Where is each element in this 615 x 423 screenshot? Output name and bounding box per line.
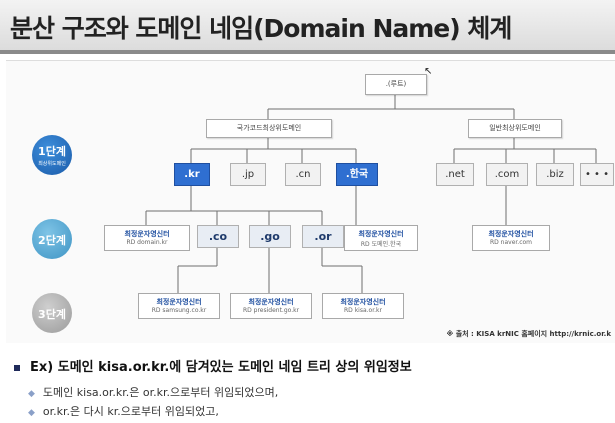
tld-more: • • • [580,163,614,186]
tree-connectors [145,94,597,293]
sub-bullet-2: ◆ or.kr.은 다시 kr.으로부터 위임되었고, [28,403,219,419]
level-1-label: 1단계 [38,145,66,158]
explanation-section: Ex) 도메인 kisa.or.kr.에 담겨있는 도메인 네임 트리 상의 위… [0,344,615,423]
org-box-co: 최정운자영신터 RD samsung.co.kr [138,293,220,319]
org-box-com: 최정운자영신터 RD naver.com [472,225,550,251]
tld-com: .com [486,163,528,186]
org-or-domain: RD kisa.or.kr [344,307,382,314]
org-kr-name: 최정운자영신터 [124,230,170,238]
level-2-label: 2단계 [38,234,66,247]
org-co-domain: RD samsung.co.kr [151,307,207,314]
sld-go: .go [249,225,291,248]
level-3-label: 3단계 [38,308,66,321]
page-title: 분산 구조와 도메인 네임(Domain Name) 체계 [10,14,512,43]
title-accent-line [0,50,615,54]
org-co-name: 최정운자영신터 [156,298,202,306]
org-box-go: 최정운자영신터 RD president.go.kr [230,293,312,319]
square-bullet-icon [14,364,20,371]
level-1-sub: 최상위도메인 [38,161,66,167]
example-bullet: Ex) 도메인 kisa.or.kr.에 담겨있는 도메인 네임 트리 상의 위… [14,356,412,375]
title-bar: 분산 구조와 도메인 네임(Domain Name) 체계 [0,0,615,51]
source-citation: ※ 출처 : KISA krNIC 홈페이지 http://krnic.or.k [446,330,611,338]
tld-net: .net [436,163,474,186]
tld-kr: .kr [174,163,210,186]
tld-jp: .jp [230,163,266,186]
org-hanguk-name: 최정운자영신터 [358,230,404,238]
level-3-badge: 3단계 [32,293,72,333]
example-text: Ex) 도메인 kisa.or.kr.에 담겨있는 도메인 네임 트리 상의 위… [30,360,412,375]
org-com-name: 최정운자영신터 [488,230,534,238]
level-2-badge: 2단계 [32,219,72,259]
org-go-name: 최정운자영신터 [248,298,294,306]
org-hanguk-domain: RD 도메인.한국 [360,241,402,248]
diamond-bullet-icon: ◆ [28,408,35,418]
sub-bullet-2-text: or.kr.은 다시 kr.으로부터 위임되었고, [42,405,219,418]
tld-cn: .cn [285,163,321,186]
org-box-kr: 최정운자영신터 RD domain.kr [104,225,190,251]
country-code-tld-group: 국가코드최상위도메인 [206,119,332,138]
org-box-or: 최정운자영신터 RD kisa.or.kr [322,293,404,319]
org-kr-domain: RD domain.kr [126,239,168,246]
sld-co: .co [197,225,239,248]
diamond-bullet-icon: ◆ [28,389,35,399]
domain-tree-diagram: 1단계 최상위도메인 2단계 3단계 .(루트) 국가코드최상위도메인 일반최상… [6,60,615,343]
org-com-domain: RD naver.com [489,239,533,246]
mouse-cursor-icon: ↖ [424,66,433,77]
level-1-badge: 1단계 최상위도메인 [32,135,72,175]
sub-bullet-1: ◆ 도메인 kisa.or.kr.은 or.kr.으로부터 위임되었으며, [28,384,278,400]
org-go-domain: RD president.go.kr [242,307,300,314]
generic-tld-group: 일반최상위도메인 [468,119,562,138]
root-node: .(루트) [365,74,427,95]
tld-hanguk: .한국 [336,163,378,186]
org-or-name: 최정운자영신터 [340,298,386,306]
org-box-hanguk: 최정운자영신터 RD 도메인.한국 [344,225,418,251]
tld-biz: .biz [536,163,574,186]
sld-or: .or [302,225,344,248]
sub-bullet-1-text: 도메인 kisa.or.kr.은 or.kr.으로부터 위임되었으며, [42,386,279,399]
